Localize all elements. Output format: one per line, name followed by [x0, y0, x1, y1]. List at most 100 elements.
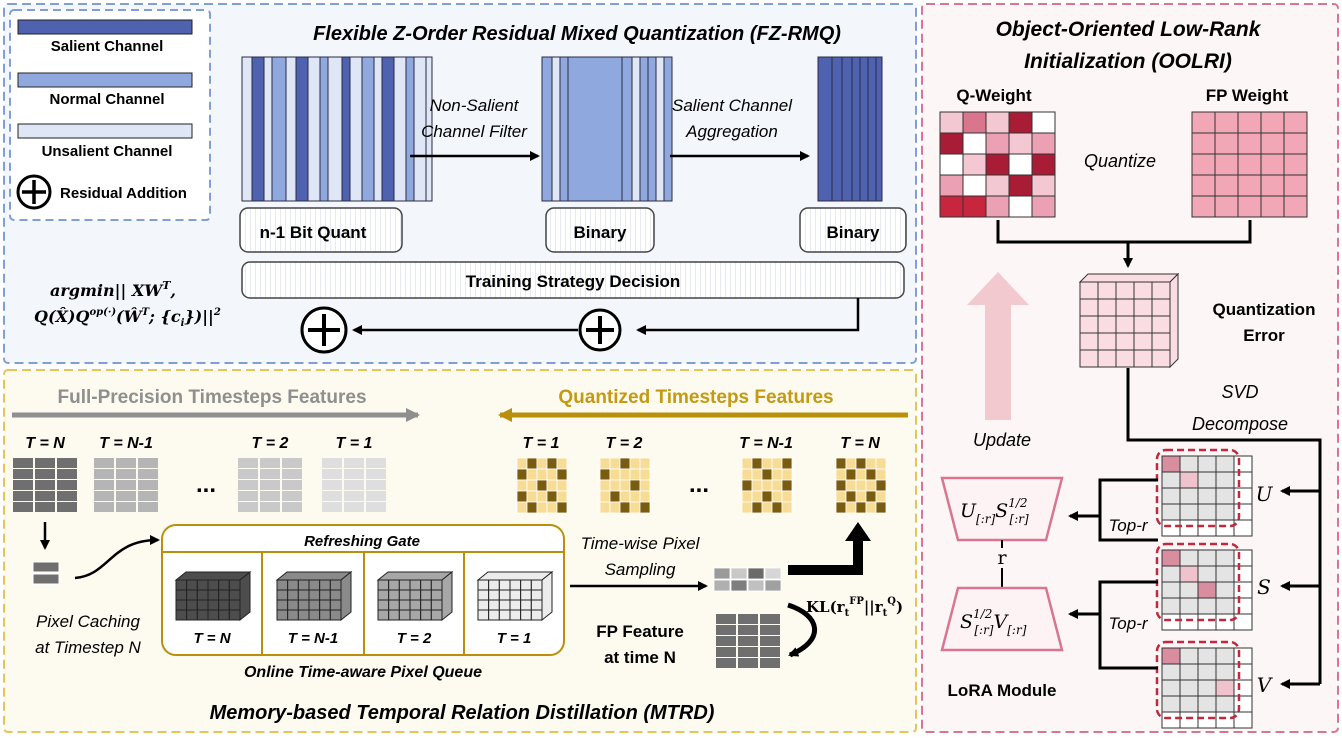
fp-feature-cell: [366, 469, 386, 479]
fp-feature-cell: [138, 458, 158, 468]
svd-s-cell: [1197, 549, 1217, 567]
fpweight-cell: [1214, 195, 1239, 218]
queue-cube-cell: [308, 599, 321, 611]
q-feature-cell: [751, 457, 763, 470]
fp-feature-line1: FP Feature: [596, 622, 684, 641]
qerr-cell: [1079, 349, 1099, 368]
fp-feature-cell: [260, 491, 280, 501]
q-feature-cell: [639, 479, 651, 492]
svd-u-cell: [1179, 455, 1199, 473]
fpweight-label: FP Weight: [1206, 86, 1289, 105]
q-feature-cell: [629, 479, 641, 492]
queue-cube-cell: [196, 609, 209, 621]
sampled-pixel-cell: [713, 567, 731, 580]
q-feature-cell: [845, 457, 857, 470]
queue-cube-cell: [196, 579, 209, 591]
queue-cube-side: [441, 570, 453, 622]
qerr-cell: [1151, 315, 1171, 334]
sampled-pixel-cell: [747, 567, 765, 580]
queue-cube-cell: [409, 589, 422, 601]
queue-timestep-label: T = 1: [497, 630, 532, 647]
svd-line2: Decompose: [1192, 414, 1288, 434]
svd-v-cell: [1179, 679, 1199, 697]
quantization-error-matrix: [1078, 272, 1180, 369]
fp-feature-cell: [94, 502, 114, 512]
queue-cube-cell: [377, 579, 390, 591]
fp-feature-cell: [57, 458, 77, 468]
qweight-cell: [962, 174, 987, 197]
weight-matrix-salient-column: [817, 56, 833, 202]
fp-feature-cell: [738, 647, 758, 657]
fp-feature-cell: [116, 458, 136, 468]
legend-salient-label: Salient Channel: [51, 38, 164, 55]
qerr-cell: [1133, 298, 1153, 317]
topr-label-1: Top-r: [1108, 516, 1148, 535]
queue-cube-cell: [530, 609, 543, 621]
queue-cube-cell: [430, 579, 443, 591]
fp-feature-cell: [344, 480, 364, 490]
legend-unsalient-swatch: [17, 123, 193, 139]
weight-matrix-normal-column: [663, 56, 673, 202]
q-feature-cell: [546, 457, 558, 470]
svd-u-cell: [1233, 455, 1253, 473]
formula-line2: Q(X̂)Qop(·)(ŴT; {ci})||2: [34, 306, 221, 329]
queue-cube-cell: [530, 599, 543, 611]
fp-feature-cell: [94, 458, 114, 468]
queue-cube-cell: [319, 589, 331, 601]
queue-cube-cell: [175, 589, 188, 601]
queue-cube-cell: [430, 599, 443, 611]
qweight-cell: [939, 132, 964, 155]
q-feature-cell: [536, 479, 548, 492]
qerr-cell: [1097, 281, 1117, 300]
queue-timestep-label: T = 2: [397, 630, 432, 647]
svd-v-cell: [1179, 663, 1199, 681]
q-feature-cell: [761, 479, 773, 492]
qweight-cell: [985, 195, 1010, 218]
qerr-cell: [1079, 281, 1099, 300]
fp-feature-cell: [116, 491, 136, 501]
weight-matrix-full-column: [307, 56, 321, 202]
weight-matrix-full-column: [373, 56, 383, 202]
q-feature-cell: [556, 501, 568, 514]
fp-feature-cell: [116, 469, 136, 479]
q-feature-cell: [761, 490, 773, 503]
fpweight-cell: [1283, 111, 1308, 134]
queue-timestep-label: T = N: [193, 630, 231, 647]
fpweight-cell: [1283, 132, 1308, 155]
weight-matrix-full-column: [319, 56, 329, 202]
q-feature-cell: [865, 457, 877, 470]
arrow-cache-to-queue: [74, 535, 160, 580]
svd-v-cell: [1179, 695, 1199, 713]
update-arrow: [967, 272, 1029, 420]
svd-u-cell: [1215, 455, 1235, 473]
svd-s-cell: [1233, 565, 1253, 583]
weight-matrix-full: [241, 56, 433, 202]
sampled-pixel-cell: [730, 579, 748, 592]
queue-cube-cell: [207, 609, 220, 621]
fpweight-cell: [1283, 153, 1308, 176]
svd-s-cell: [1233, 549, 1253, 567]
qerr-cell: [1097, 332, 1117, 351]
fpweight-matrix: [1191, 111, 1308, 218]
binary-box-1: [545, 207, 655, 253]
fp-feature-cell: [760, 658, 780, 668]
fp-ellipsis: ...: [196, 471, 216, 498]
queue-cube-cell: [377, 609, 390, 621]
qerr-cell: [1151, 298, 1171, 317]
queue-cube-cell: [218, 609, 230, 621]
weight-matrix-salient-column: [867, 56, 877, 202]
fp-feature-cell: [366, 458, 386, 468]
weight-matrix-full-column: [263, 56, 273, 202]
fp-feature-cell: [716, 636, 736, 646]
queue-cube-side: [541, 570, 553, 622]
legend-box: [9, 9, 211, 221]
fp-feature-cell: [322, 480, 342, 490]
q-feature-cell: [599, 468, 611, 481]
sampled-pixel-cell: [764, 579, 782, 592]
qweight-cell: [1031, 111, 1056, 134]
fp-feature-cell: [282, 469, 302, 479]
q-feature-cell: [835, 490, 847, 503]
fpweight-cell: [1214, 153, 1239, 176]
queue-cube-cell: [520, 579, 532, 591]
qerr-cell: [1079, 315, 1099, 334]
